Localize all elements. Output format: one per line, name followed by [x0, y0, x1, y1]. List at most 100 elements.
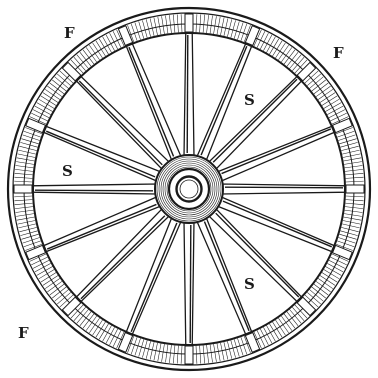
felloe-joint [245, 26, 259, 46]
rim-hatch-line [154, 343, 158, 361]
rim-hatch-line [158, 17, 161, 35]
felloe-joint [333, 118, 353, 132]
rim-hatch-line [15, 169, 33, 171]
rim-hatch-line [18, 154, 36, 158]
rim-hatch-line [207, 15, 209, 33]
rim-hatch-line [221, 343, 225, 361]
rim-hatch-line [83, 50, 94, 64]
rim-hatch-line [214, 344, 217, 362]
rim-hatch-line [177, 14, 178, 32]
rim-hatch-line [103, 326, 112, 342]
rim-hatch-line [267, 326, 276, 342]
rim-hatch-line [15, 207, 33, 209]
rim-hatch-line [158, 344, 161, 362]
rim-hatch-line [320, 276, 335, 286]
rim-hatch-line [227, 19, 231, 37]
rim-hatch-line [150, 18, 154, 36]
rim-hatch-line [217, 344, 220, 362]
rim-hatch-line [345, 169, 363, 171]
spoke [184, 221, 194, 347]
label-spoke-lower-right: S [244, 275, 255, 293]
rim-hatch-line [278, 45, 288, 60]
rim-hatch-line [96, 41, 106, 56]
felloe-joint [185, 14, 193, 32]
rim-hatch-line [169, 15, 171, 33]
rim-hatch-line [89, 45, 99, 60]
spoke [75, 75, 170, 170]
felloe-joint [297, 62, 315, 80]
rim-hatch-line [15, 173, 33, 175]
felloe-joint [14, 185, 32, 193]
rim-hatch-line [231, 20, 236, 37]
rim-hatch-line [200, 14, 201, 32]
rim-hatch-line [210, 16, 212, 34]
rim-hatch-line [93, 320, 103, 335]
rim-hatch-line [203, 345, 205, 363]
rim-hatch-line [284, 50, 295, 64]
felloe-joint [245, 333, 259, 353]
rim-hatch-line [345, 166, 363, 168]
rim-hatch-line [281, 316, 292, 331]
spoke [75, 208, 170, 303]
spoke [126, 217, 182, 337]
spoke-shading [187, 35, 188, 153]
felloe-joint [185, 346, 193, 364]
rim-hatch-line [16, 214, 34, 217]
rim-hatch-line [207, 345, 209, 363]
rim-hatch-line [200, 346, 201, 364]
rim-hatch-line [50, 83, 64, 94]
rim-hatch-line [322, 96, 337, 106]
rim-hatch-line [166, 345, 168, 363]
rim-hatch-line [227, 341, 231, 359]
rim-hatch-line [346, 200, 364, 201]
rim-hatch-line [345, 207, 363, 209]
rim-hatch-line [314, 83, 328, 94]
felloe-joint [26, 245, 46, 259]
rim-hatch-line [41, 96, 56, 106]
rim-hatch-line [169, 345, 171, 363]
rim-hatch-line [103, 37, 112, 53]
rim-hatch-line [224, 18, 228, 36]
felloe-joint [333, 245, 353, 259]
rim-hatch-line [345, 210, 363, 212]
rim-hatch-line [343, 221, 361, 225]
rim-hatch-line [16, 210, 34, 212]
felloe-joint [62, 297, 80, 315]
rim-hatch-line [342, 150, 360, 154]
rim-hatch-line [210, 345, 212, 363]
rim-hatch-line [14, 200, 32, 201]
rim-hatch-line [278, 318, 288, 333]
rim-hatch-line [181, 14, 182, 32]
rim-hatch-line [16, 162, 34, 165]
rim-hatch-line [346, 196, 364, 197]
rim-hatch-line [221, 18, 225, 36]
rim-hatch-line [344, 158, 362, 161]
rim-hatch-line [17, 217, 35, 220]
rim-hatch-line [346, 177, 364, 178]
rim-hatch-line [270, 324, 279, 339]
rim-hatch-line [177, 346, 178, 364]
rim-hatch-line [273, 41, 283, 56]
rim-hatch-line [320, 93, 335, 103]
spoke-shading [35, 190, 153, 191]
rim-hatch-line [20, 231, 37, 236]
rim-hatch-line [99, 39, 108, 54]
rim-hatch-line [346, 181, 364, 182]
rim-hatch-line [341, 146, 359, 150]
rim-hatch-line [142, 340, 147, 357]
spoke-shading [190, 225, 191, 343]
rim-hatch-line [326, 103, 342, 112]
rim-hatch-line [173, 15, 175, 33]
rim-hatch-line [17, 158, 35, 161]
rim-hatch-line [96, 322, 106, 337]
rim-hatch-line [345, 173, 363, 175]
rim-hatch-line [86, 316, 97, 331]
rim-hatch-line [18, 224, 36, 228]
rim-hatch-line [322, 273, 337, 283]
rim-hatch-line [14, 177, 32, 178]
rim-hatch-line [276, 320, 286, 335]
felloe-joint [118, 333, 132, 353]
rim-hatch-line [344, 217, 362, 220]
rim-hatch-line [316, 281, 331, 292]
